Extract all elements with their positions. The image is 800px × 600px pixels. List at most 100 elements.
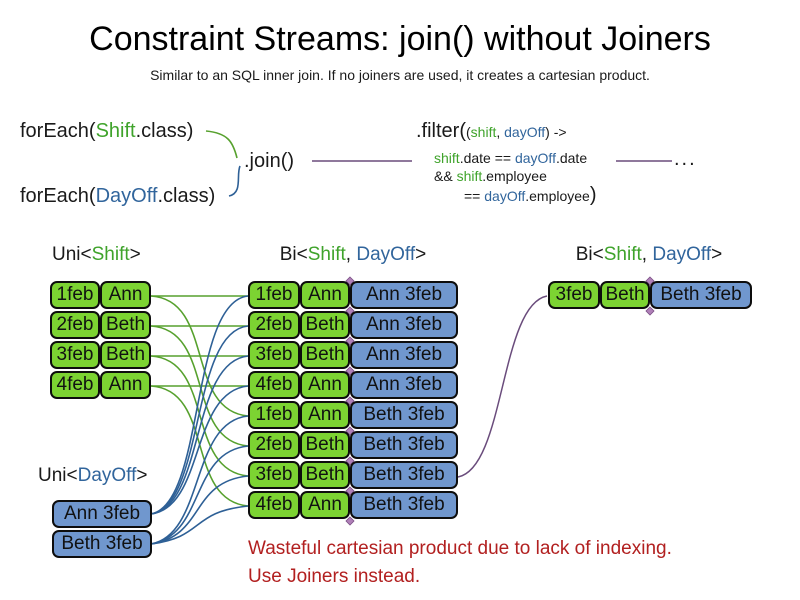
subtitle: Similar to an SQL inner join. If no join… [150,67,650,83]
uni-shift-label: Uni<Shift> [52,244,141,266]
dayoff-pair-cell: Beth 3feb [650,281,752,309]
shift-arg-token: shift [434,150,460,166]
dayoff-pair-cell: Ann 3feb [350,281,458,309]
code-text: == [464,188,485,204]
shift-date-cell: 3feb [248,461,300,489]
shift-brace-line [205,130,238,159]
code-text: , [496,124,505,140]
shift-date-cell: 2feb [248,311,300,339]
shift-row: 4feb Ann [50,371,151,399]
shift-employee-cell: Beth [300,431,350,459]
code-text: .employee [525,188,590,204]
shift-arg-token: shift [470,124,497,140]
label-text: , [641,244,653,265]
dayoff-type-token: DayOff [652,244,712,265]
label-text: > [136,465,148,486]
code-text: .class) [135,120,194,142]
code-text: && [434,168,457,184]
dayoff-arg-token: dayOff [514,150,556,166]
filter-keyword: .filter( [416,120,466,142]
shift-arg-token: shift [456,168,483,184]
shift-employee-cell: Ann [300,491,350,519]
bi-row: 3feb Beth Ann 3feb [248,341,458,369]
dayoff-row: Beth 3feb [52,530,152,558]
warning-line2: Use Joiners instead. [248,566,421,587]
code-text: .employee [482,168,547,184]
dayoff-type-token: DayOff [356,244,416,265]
shift-type-token: Shift [307,244,346,265]
shift-row: 3feb Beth [50,341,151,369]
label-text: > [415,244,427,265]
bi-middle-label: Bi<Shift, DayOff> [248,244,458,266]
dayoff-pair-cell: Ann 3feb [350,341,458,369]
filter-close-paren: ) [589,184,597,206]
shift-date-cell: 4feb [50,371,100,399]
bi-row: 2feb Beth Beth 3feb [248,431,458,459]
code-text: .date [555,150,588,166]
uni-dayoff-label: Uni<DayOff> [38,465,148,487]
label-text: , [345,244,357,265]
ellipsis: ... [674,148,697,170]
shift-date-cell: 1feb [248,281,300,309]
shift-employee-cell: Beth [300,311,350,339]
shift-row: 1feb Ann [50,281,151,309]
dayoff-row: Ann 3feb [52,500,152,528]
shift-type-token: Shift [91,244,130,265]
shift-employee-cell: Beth [100,341,151,369]
code-join: .join() [244,150,295,172]
shift-date-cell: 3feb [50,341,100,369]
code-text: ) -> [545,124,567,140]
code-text: ( [466,124,471,140]
code-filter-line3: && shift.employee [434,164,547,187]
code-text: forEach( [20,185,96,207]
bi-row: 1feb Ann Beth 3feb [248,401,458,429]
code-text: forEach( [20,120,96,142]
shift-row: 2feb Beth [50,311,151,339]
page-title: Constraint Streams: join() without Joine… [89,20,711,58]
bi-row: 4feb Ann Ann 3feb [248,371,458,399]
label-text: Bi< [575,244,604,265]
code-foreach-shift: forEach(Shift.class) [20,120,193,143]
dayoff-brace-line [228,165,241,197]
shift-date-cell: 1feb [248,401,300,429]
dayoff-pair-cell: Ann 3feb [350,371,458,399]
shift-employee-cell: Ann [100,281,151,309]
join-to-filter-lines [312,160,672,478]
warning-line1: Wasteful cartesian product due to lack o… [248,538,672,559]
middle-to-right-line [457,295,548,478]
shift-employee-cell: Beth [300,461,350,489]
dayoff-class-token: DayOff [95,185,158,207]
dayoff-join-lines [150,295,249,545]
shift-employee-cell: Ann [300,371,350,399]
code-filter-line2: shift.date == dayOff.date [434,146,587,169]
dayoff-arg-token: dayOff [484,188,526,204]
bi-row: 2feb Beth Ann 3feb [248,311,458,339]
shift-date-cell: 1feb [50,281,100,309]
shift-employee-cell: Ann [100,371,151,399]
shift-date-cell: 4feb [248,371,300,399]
dayoff-pair-cell: Beth 3feb [350,461,458,489]
dayoff-pair-cell: Beth 3feb [350,401,458,429]
label-text: Uni< [38,465,78,486]
shift-date-cell: 2feb [248,431,300,459]
shift-employee-cell: Beth [100,311,151,339]
shift-date-cell: 4feb [248,491,300,519]
bi-row: 1feb Ann Ann 3feb [248,281,458,309]
code-brace-lines [205,130,241,197]
dayoff-type-token: DayOff [77,465,137,486]
shift-employee-cell: Ann [300,281,350,309]
label-text: > [129,244,141,265]
dayoff-cell: Beth 3feb [52,530,152,558]
code-text: .class) [157,185,216,207]
label-text: > [711,244,723,265]
bi-right-label: Bi<Shift, DayOff> [548,244,750,266]
shift-employee-cell: Beth [600,281,650,309]
shift-type-token: Shift [603,244,642,265]
dayoff-pair-cell: Beth 3feb [350,431,458,459]
code-foreach-dayoff: forEach(DayOff.class) [20,185,215,208]
code-filter-line1: .filter((shift, dayOff) -> [416,120,567,143]
dayoff-arg-token: dayOff [504,124,546,140]
dayoff-cell: Ann 3feb [52,500,152,528]
